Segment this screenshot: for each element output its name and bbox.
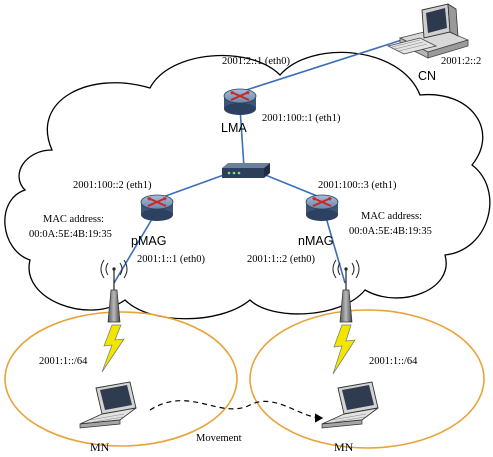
mac-label-left: MAC address: [43, 214, 104, 225]
link-switch-pmag [159, 171, 233, 199]
link-lma-switch [239, 107, 245, 168]
network-cloud [4, 51, 491, 320]
nmag-label: nMAG [298, 234, 333, 248]
link-nmag-ap [324, 213, 346, 284]
mac-value-left: 00:0A:5E:4B:19:35 [29, 229, 112, 240]
antenna-icon [100, 259, 128, 323]
movement-label: Movement [196, 433, 242, 444]
cell-right [249, 309, 485, 449]
cell-left [4, 311, 238, 447]
router-icon [223, 88, 257, 115]
lightning-icon [332, 324, 356, 375]
lma-eth1-address: 2001:100::1 (eth1) [262, 113, 341, 124]
antenna-icon [332, 259, 360, 323]
lma-eth0-address: 2001:2::1 (eth0) [222, 56, 290, 67]
mn-label-right: MN [334, 440, 354, 454]
link-switch-nmag [257, 171, 323, 199]
mn-label-left: MN [90, 440, 110, 454]
laptop-icon [79, 381, 137, 429]
switch-icon [222, 163, 270, 178]
movement-arrow [149, 400, 324, 423]
mac-label-right: MAC address: [361, 211, 422, 222]
lma-label: LMA [221, 121, 247, 135]
link-lma-cn [239, 37, 409, 93]
computer-icon [386, 3, 470, 59]
prefix-right: 2001:1::/64 [369, 356, 418, 367]
pmag-label: pMAG [131, 234, 166, 248]
router-icon [305, 194, 339, 221]
link-pmag-ap [113, 213, 156, 284]
pmag-eth0-address: 2001:1::1 (eth0) [137, 254, 205, 265]
prefix-left: 2001:1::/64 [39, 356, 88, 367]
cn-address: 2001:2::2 [441, 56, 481, 67]
lightning-icon [101, 324, 125, 373]
router-icon [140, 194, 174, 221]
pmag-eth1-address: 2001:100::2 (eth1) [73, 180, 152, 191]
laptop-icon [321, 381, 379, 429]
mac-value-right: 00:0A:5E:4B:19:35 [349, 226, 432, 237]
cn-label: CN [418, 69, 436, 83]
links [113, 37, 409, 284]
nmag-eth1-address: 2001:100::3 (eth1) [318, 180, 397, 191]
nmag-eth0-address: 2001:1::2 (eth0) [247, 254, 315, 265]
